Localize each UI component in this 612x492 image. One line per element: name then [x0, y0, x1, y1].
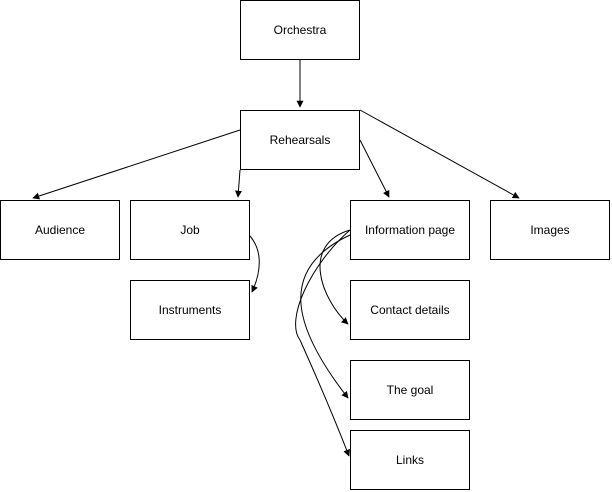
node-label-images: Images — [530, 223, 570, 237]
node-label-audience: Audience — [34, 223, 86, 237]
node-label-the-goal: The goal — [386, 383, 434, 397]
node-label-job: Job — [180, 223, 200, 237]
edge-rehearsals-information-page — [359, 139, 390, 198]
node-label-orchestra: Orchestra — [273, 23, 327, 37]
edge-information-page-contact-details — [319, 229, 351, 325]
node-images[interactable]: Images — [490, 200, 610, 260]
node-rehearsals[interactable]: Rehearsals — [240, 110, 360, 170]
node-label-contact-details: Contact details — [370, 303, 450, 317]
node-links[interactable]: Links — [350, 430, 470, 490]
node-label-rehearsals: Rehearsals — [269, 133, 331, 147]
edge-job-instruments — [249, 235, 260, 293]
edge-information-page-links — [295, 229, 351, 457]
node-contact-details[interactable]: Contact details — [350, 280, 470, 340]
node-label-information-page: Information page — [364, 223, 456, 237]
edge-information-page-the-goal — [300, 234, 351, 399]
edge-rehearsals-job — [234, 169, 242, 198]
node-label-instruments: Instruments — [158, 303, 222, 317]
node-the-goal[interactable]: The goal — [350, 360, 470, 420]
node-instruments[interactable]: Instruments — [130, 280, 250, 340]
node-job[interactable]: Job — [130, 200, 250, 260]
node-information-page[interactable]: Information page — [350, 200, 470, 260]
edge-rehearsals-images — [359, 109, 520, 199]
node-orchestra[interactable]: Orchestra — [240, 0, 360, 60]
edge-rehearsals-audience — [32, 129, 241, 200]
node-audience[interactable]: Audience — [0, 200, 120, 260]
node-label-links: Links — [395, 453, 424, 467]
